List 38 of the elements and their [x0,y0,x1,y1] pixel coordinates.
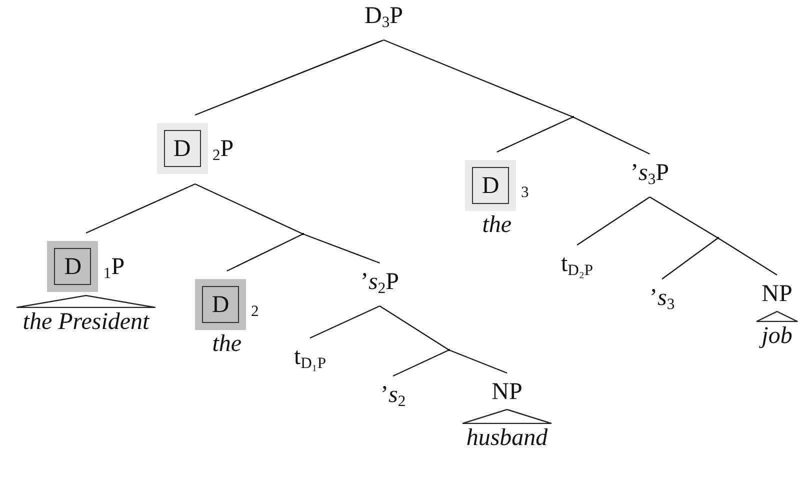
index-label: $_{1}$P [103,254,125,280]
node-label: ’s$_{3}$P [630,154,669,197]
branch-line [384,39,574,118]
category-label: D [54,248,92,285]
node-label: ’s$_{2}$ [380,376,406,419]
branch-line [392,349,450,377]
branch-line [302,233,380,264]
branch-line [86,183,196,234]
branch-line [572,116,650,155]
node-label: t$_{D₂P}$ [561,245,594,288]
branch-line [226,233,304,272]
node-label: NP [492,379,522,405]
node-label: NP [762,281,792,307]
word-label: the [481,211,513,239]
word-label: job [756,322,798,350]
branch-line [576,196,650,246]
index-label: $_{2}$P [212,136,234,162]
branch-line [496,116,574,153]
node-label: D$_{3}$P [364,0,403,40]
branch-line [379,306,450,350]
branch-line [310,305,380,339]
category-label: D [164,130,200,167]
branch-line [718,238,778,276]
category-label: D [202,286,239,323]
word-label: husband [465,424,549,452]
index-label: 3 [521,182,529,199]
branch-line [194,39,384,116]
word-label: the [211,330,243,358]
node-label: t$_{D₁P}$ [294,338,326,381]
index-label: 2 [251,302,259,318]
branch-line [194,183,304,235]
branch-line [649,196,718,239]
branch-line [662,238,718,280]
word-label: the President [22,308,151,336]
category-label: D [472,167,509,204]
node-label: ’s$_{2}$P [360,263,399,306]
node-label: ’s$_{3}$ [650,279,675,322]
branch-line [448,349,508,374]
